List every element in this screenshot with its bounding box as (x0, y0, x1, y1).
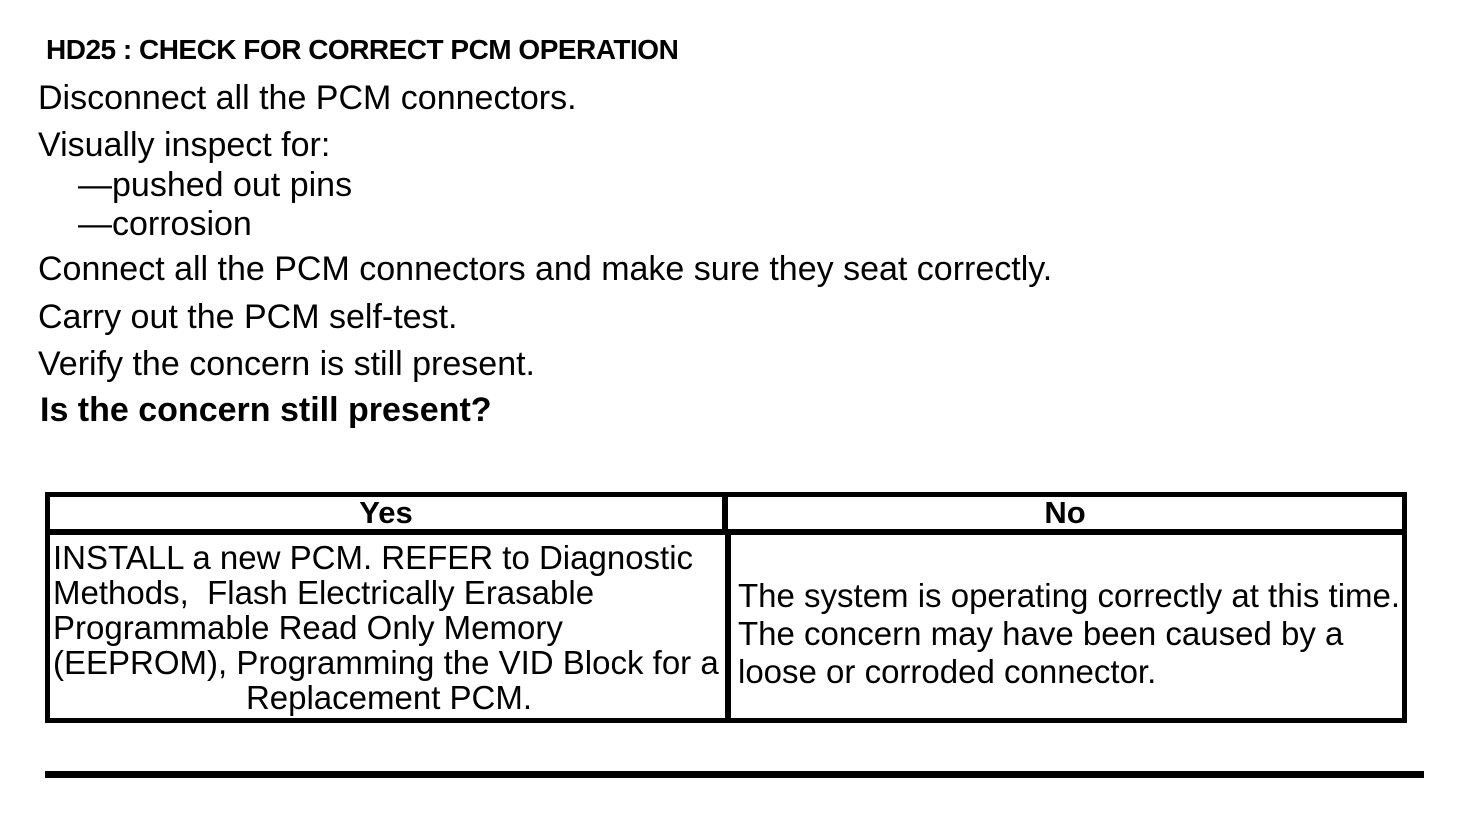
yes-column-header: Yes (50, 497, 728, 529)
no-action-cell: The system is operating correctly at thi… (731, 535, 1402, 718)
no-action-line: The concern may have been caused by a (738, 614, 1344, 652)
procedure-step-disconnect: Disconnect all the PCM connectors. (38, 79, 577, 117)
yes-action-line: Programmable Read Only Memory (53, 609, 563, 646)
decision-table: Yes No INSTALL a new PCM. REFER to Diagn… (45, 492, 1407, 723)
procedure-step-verify: Verify the concern is still present. (38, 345, 536, 383)
procedure-step-connect: Connect all the PCM connectors and make … (38, 250, 1053, 288)
inspection-item-corrosion: —corrosion (78, 205, 252, 243)
yes-action-line: Methods, Flash Electrically Erasable (53, 574, 595, 611)
procedure-title: HD25 : CHECK FOR CORRECT PCM OPERATION (46, 34, 679, 65)
section-divider-rule (45, 771, 1424, 778)
yes-action-line: (EEPROM), Programming the VID Block for … (53, 644, 719, 681)
inspection-item-pins: —pushed out pins (78, 166, 353, 204)
yes-action-line: INSTALL a new PCM. REFER to Diagnostic (53, 539, 694, 576)
no-action-line: The system is operating correctly at thi… (738, 576, 1401, 614)
no-action-line: loose or corroded connector. (738, 652, 1157, 690)
decision-table-body-row: INSTALL a new PCM. REFER to Diagnostic M… (50, 535, 1402, 718)
yes-action-cell: INSTALL a new PCM. REFER to Diagnostic M… (50, 535, 731, 718)
procedure-step-selftest: Carry out the PCM self-test. (38, 298, 458, 336)
yes-action-line: Replacement PCM. (245, 679, 533, 716)
decision-table-header-row: Yes No (50, 497, 1402, 535)
procedure-step-inspect: Visually inspect for: (38, 126, 331, 164)
diagnostic-question: Is the concern still present? (40, 391, 492, 429)
no-column-header: No (1044, 495, 1086, 530)
